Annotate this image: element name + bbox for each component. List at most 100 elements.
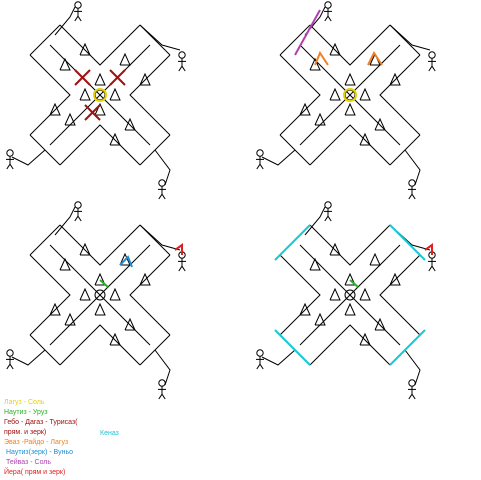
stickman-leg xyxy=(9,363,14,370)
rune-stroke xyxy=(124,117,136,131)
stickman-leg xyxy=(77,215,82,222)
stickman-head xyxy=(158,179,166,187)
rune-stroke xyxy=(359,332,371,346)
stickman-leg xyxy=(178,265,183,272)
stickman-leg xyxy=(408,393,413,400)
rune-stroke xyxy=(329,87,341,101)
rune-stroke xyxy=(79,287,91,301)
rune-stroke xyxy=(359,287,371,301)
rune-stroke xyxy=(379,254,421,336)
stickman-figure xyxy=(256,149,264,170)
rune-stroke xyxy=(119,252,131,266)
stickman-leg xyxy=(411,393,416,400)
rune-stroke xyxy=(299,102,311,116)
rune-stroke xyxy=(389,272,401,286)
stickman-head xyxy=(428,51,436,59)
stickman-leg xyxy=(259,163,264,170)
rune-stroke xyxy=(309,57,321,71)
stickman-leg xyxy=(324,215,329,222)
stickman-leg xyxy=(6,163,11,170)
highlight-gebo-dagaz xyxy=(84,104,101,121)
stickman-figure xyxy=(74,1,82,22)
rune-stroke xyxy=(329,242,341,256)
rune-stroke xyxy=(79,42,91,56)
stickman-leg xyxy=(181,65,186,72)
stickman-leg xyxy=(161,393,166,400)
rune-stroke xyxy=(64,112,76,126)
legend-item-nauthiz-wunjo: Наутиз(зерк) - Вуньо xyxy=(4,449,73,456)
stickman-leg xyxy=(158,193,163,200)
rune-stroke xyxy=(309,24,391,66)
rune-stroke xyxy=(404,349,421,386)
stickman-leg xyxy=(324,15,329,22)
rune-stroke xyxy=(109,87,121,101)
highlight-nauthiz-wunjo xyxy=(119,255,133,268)
legend-item-gebo-dagaz-cont: прям. и зерк) xyxy=(4,429,47,436)
rune-stroke xyxy=(374,117,386,131)
rune-stroke xyxy=(59,324,141,366)
rune-stroke xyxy=(11,349,46,366)
rune-stroke xyxy=(139,224,181,251)
rune-stroke xyxy=(49,44,151,146)
rune-stroke xyxy=(369,252,381,266)
rune-stroke xyxy=(64,312,76,326)
rune-stroke xyxy=(299,244,401,346)
highlight-laguz-sol xyxy=(343,88,357,102)
stickman-leg xyxy=(181,265,186,272)
stickman-leg xyxy=(6,363,11,370)
stickman-figure xyxy=(324,1,332,22)
highlight-ehwaz xyxy=(314,50,329,66)
rune-stroke xyxy=(314,112,326,126)
legend-item-jera: Йера( прям и зерк) xyxy=(4,469,66,476)
rune-stroke xyxy=(309,257,321,271)
rune-stroke xyxy=(94,302,106,316)
stickman-leg xyxy=(161,193,166,200)
rune-stroke xyxy=(59,24,141,66)
stickman-head xyxy=(256,349,264,357)
rune-stroke xyxy=(299,44,401,146)
rune-stroke xyxy=(49,244,151,346)
rune-stroke xyxy=(279,254,321,336)
highlight-nauthiz-uruz xyxy=(99,279,109,288)
center-circle xyxy=(344,289,356,301)
stickman-figure xyxy=(256,349,264,370)
stickman-figure xyxy=(74,201,82,222)
rune-stroke xyxy=(359,132,371,146)
rune-stroke xyxy=(359,87,371,101)
stickman-figure xyxy=(428,251,436,272)
rune-stroke xyxy=(59,57,71,71)
stickman-leg xyxy=(77,15,82,22)
stickman-figure xyxy=(6,349,14,370)
legend-item-ehwaz-raido: Эваз -Райдо - Лагуз xyxy=(4,439,69,446)
stickman-head xyxy=(6,349,14,357)
rune-stroke xyxy=(139,24,181,51)
highlight-ehwaz xyxy=(367,51,383,66)
rune-stroke xyxy=(154,149,171,186)
rune-stroke xyxy=(329,42,341,56)
rune-stroke xyxy=(279,54,321,136)
rune-stroke xyxy=(344,302,356,316)
stickman-head xyxy=(178,51,186,59)
stickman-head xyxy=(158,379,166,387)
highlight-kenaz xyxy=(274,224,311,261)
rune-stroke xyxy=(129,54,171,136)
legend-item-teiwaz-sol: Тейваз - Соль xyxy=(4,459,52,466)
rune-panel-top-left xyxy=(6,1,186,200)
stickman-head xyxy=(256,149,264,157)
rune-stroke xyxy=(59,124,141,166)
rune-stroke xyxy=(309,324,391,366)
rune-stroke xyxy=(344,72,356,86)
highlight-jera xyxy=(174,243,183,255)
rune-stroke xyxy=(109,287,121,301)
rune-stroke xyxy=(329,287,341,301)
rune-stroke xyxy=(261,349,296,366)
stickman-head xyxy=(6,149,14,157)
rune-stroke xyxy=(29,254,71,336)
rune-stroke xyxy=(109,332,121,346)
stickman-leg xyxy=(9,163,14,170)
stickman-head xyxy=(74,201,82,209)
rune-stroke xyxy=(11,149,46,166)
stickman-figure xyxy=(178,51,186,72)
legend-item-laguz-sol: Лагуз - Соль xyxy=(4,399,45,406)
stickman-leg xyxy=(411,193,416,200)
